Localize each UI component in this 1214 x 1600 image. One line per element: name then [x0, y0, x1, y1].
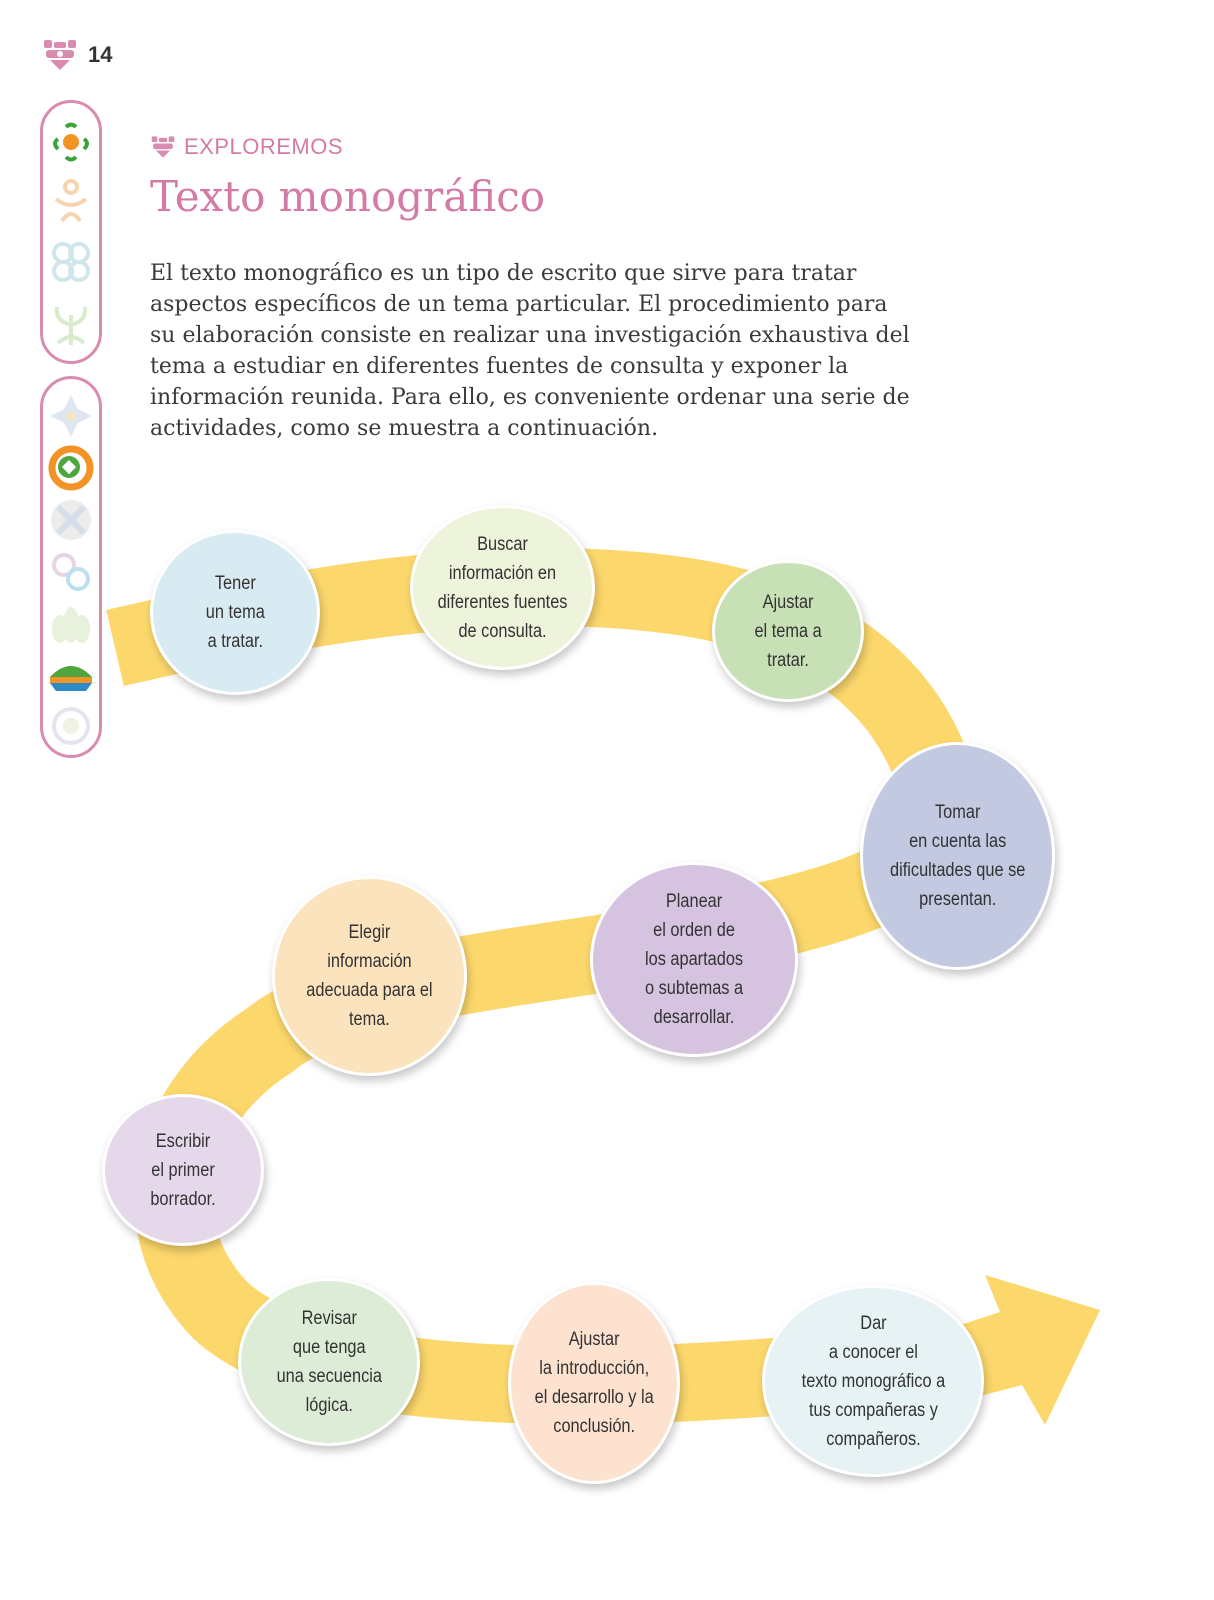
colored-dome-icon[interactable] [46, 655, 96, 695]
step-9-adjust-structure: Ajustar la introducción, el desarrollo y… [508, 1282, 680, 1484]
ornament-glyph-icon [44, 40, 76, 70]
flow-arrow-head [945, 1275, 1100, 1425]
flow-path-curve [106, 548, 985, 1425]
faded-lotus-icon[interactable] [48, 601, 94, 647]
page-title: Texto monográfico [150, 172, 546, 221]
step-10-share-text: Dar a conocer el texto monográfico a tus… [762, 1285, 984, 1477]
step-7-write-draft: Escribir el primer borrador. [102, 1094, 264, 1246]
faded-hourglass-icon[interactable] [48, 497, 94, 543]
section-label: EXPLOREMOS [150, 134, 343, 160]
step-4-consider-difficulties: Tomar en cuenta las dificultades que se … [860, 742, 1055, 970]
faded-dancer-icon[interactable] [48, 177, 94, 227]
step-5-plan-sections: Planear el orden de los apartados o subt… [590, 862, 798, 1057]
faded-plant-icon[interactable] [48, 297, 94, 349]
faded-knot-icon[interactable] [48, 237, 94, 287]
intro-paragraph: El texto monográfico es un tipo de escri… [150, 261, 910, 441]
sidebar-top-pill [40, 100, 102, 364]
faded-compass-icon[interactable] [48, 393, 94, 439]
step-2-search-sources: Buscar información en diferentes fuentes… [410, 505, 595, 670]
faded-rings-icon[interactable] [48, 549, 94, 595]
ornament-glyph-icon [151, 136, 175, 158]
page-number: 14 [42, 38, 112, 72]
step-8-review-sequence: Revisar que tenga una secuencia lógica. [238, 1278, 420, 1446]
sidebar-bottom-pill [40, 376, 102, 758]
section-label-text: EXPLOREMOS [184, 134, 344, 159]
orange-flower-icon[interactable] [48, 119, 94, 165]
faded-circle-icon[interactable] [48, 703, 94, 749]
step-6-choose-information: Elegir información adecuada para el tema… [272, 876, 467, 1076]
green-orange-target-icon[interactable] [48, 445, 94, 491]
step-3-adjust-topic: Ajustar el tema a tratar. [712, 560, 864, 702]
step-1-define-topic: Tener un tema a tratar. [150, 530, 320, 695]
page-number-text: 14 [88, 42, 113, 67]
